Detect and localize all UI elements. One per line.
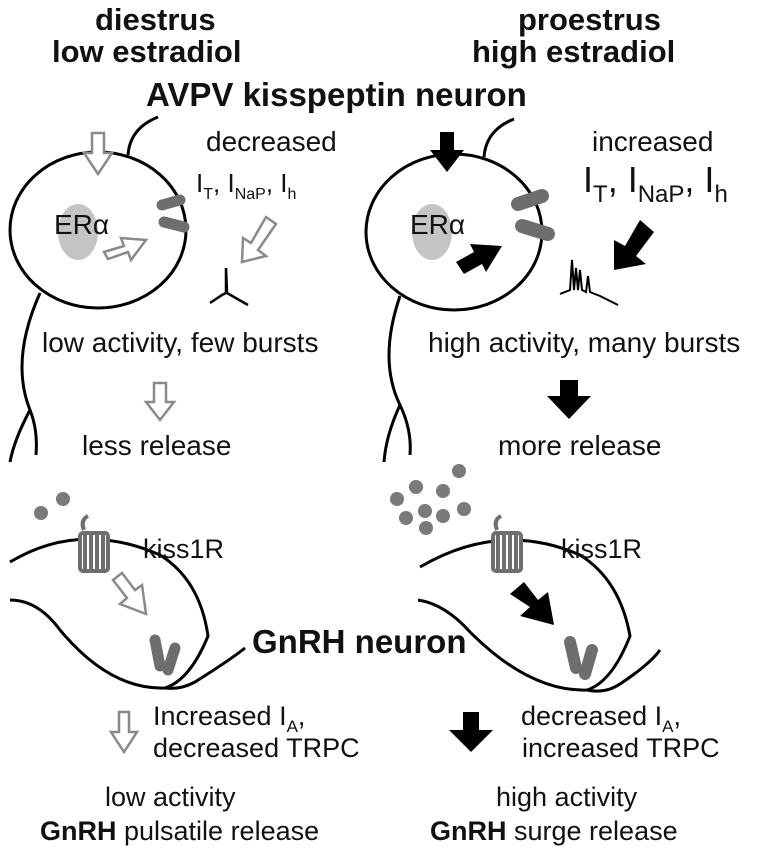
right-gnrh-neuron xyxy=(417,538,662,693)
right-gnrh-process xyxy=(586,649,662,693)
left-era-arrow xyxy=(102,236,149,263)
right-peptides xyxy=(390,464,471,535)
right-soma-axon xyxy=(382,295,402,463)
right-result-arrow xyxy=(449,712,493,752)
right-kisspeptin-neuron xyxy=(364,117,544,463)
left-gnrh-change-line2: decreased TRPC xyxy=(153,733,360,763)
left-soma-channel xyxy=(156,194,190,233)
left-soma-dendrite xyxy=(126,115,159,156)
left-activity-label: low activity, few bursts xyxy=(42,327,319,358)
right-estradiol-arrow xyxy=(430,132,464,172)
left-soma-axon xyxy=(8,292,42,463)
right-currents-arrow xyxy=(614,220,654,270)
left-axon-branch xyxy=(28,409,38,456)
left-estradiol-arrow xyxy=(81,131,115,177)
right-membrane-trace xyxy=(559,259,619,306)
left-release-arrow xyxy=(143,381,177,423)
right-soma-channel xyxy=(511,189,555,241)
kisspeptin-neuron-label: AVPV kisspeptin neuron xyxy=(146,76,527,113)
left-title-phase: diestrus xyxy=(95,2,216,37)
left-title-estradiol: low estradiol xyxy=(52,34,242,69)
right-nucleus xyxy=(412,204,452,260)
left-kiss1r-label: kiss1R xyxy=(143,534,225,564)
right-release-label: more release xyxy=(498,430,662,461)
left-peptides xyxy=(34,492,70,520)
right-kiss1r-receptor xyxy=(491,514,523,573)
right-title-phase: proestrus xyxy=(518,2,661,37)
left-kiss1r-arrow xyxy=(111,571,148,616)
right-kiss1r-label: kiss1R xyxy=(561,534,643,564)
right-soma-dendrite xyxy=(482,117,515,158)
left-currents-arrow xyxy=(240,215,278,264)
left-gnrh-change-line1: Increased IA, xyxy=(153,701,306,736)
right-title-estradiol: high estradiol xyxy=(472,34,676,69)
left-result-release: GnRH pulsatile release xyxy=(40,816,320,846)
right-gnrh-outline xyxy=(417,538,632,692)
left-release-label: less release xyxy=(82,430,232,461)
left-membrane-trace xyxy=(209,267,249,307)
left-nucleus xyxy=(58,204,98,260)
left-result-activity: low activity xyxy=(105,782,236,812)
left-kiss1r-receptor xyxy=(78,514,110,573)
left-gnrh-neuron xyxy=(9,537,246,690)
gnrh-neuron-label: GnRH neuron xyxy=(252,623,467,660)
left-gnrh-process xyxy=(164,646,246,690)
right-gnrh-channel xyxy=(564,636,598,680)
right-result-release: GnRH surge release xyxy=(430,816,678,846)
left-receptor-label: ERα xyxy=(54,209,110,240)
left-gnrh-outline xyxy=(9,537,210,690)
right-change-label: increased xyxy=(592,126,714,157)
right-kiss1r-arrow xyxy=(510,582,554,625)
left-change-label: decreased xyxy=(206,126,337,157)
left-gnrh-channel xyxy=(149,634,181,676)
right-receptor-label: ERα xyxy=(410,209,466,240)
right-axon-branch xyxy=(398,404,412,456)
right-activity-label: high activity, many bursts xyxy=(428,327,741,358)
right-currents: IT, INaP, Ih xyxy=(583,159,728,208)
right-release-arrow xyxy=(547,380,591,419)
right-result-activity: high activity xyxy=(496,782,638,812)
left-currents: IT, INaP, Ih xyxy=(196,168,297,203)
right-gnrh-change-line2: increased TRPC xyxy=(522,733,720,763)
right-era-arrow xyxy=(456,244,502,274)
right-gnrh-change-line1: decreased IA, xyxy=(521,701,681,736)
left-result-arrow xyxy=(108,710,140,755)
